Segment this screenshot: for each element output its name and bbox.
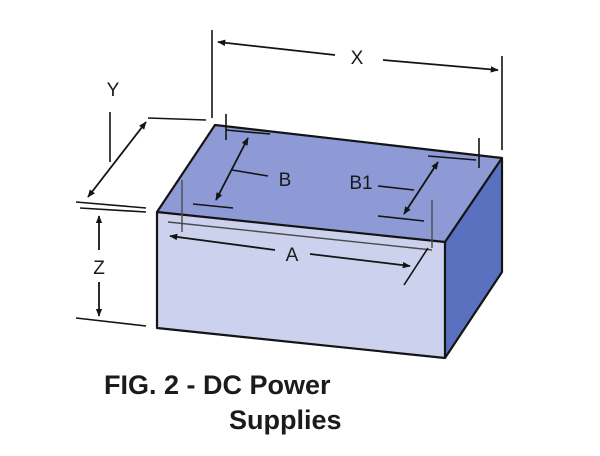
a-dimension-label: A	[286, 245, 299, 266]
x-dimension-arrow-left	[217, 39, 336, 56]
y-dimension-label: Y	[107, 80, 120, 101]
b1-dimension-label: B1	[349, 173, 372, 194]
b1-dimension-arrow	[403, 161, 439, 215]
z-extension-line-top	[79, 207, 147, 213]
y-extension-line-bottom	[75, 201, 147, 209]
b1-extension-line-top	[427, 155, 477, 161]
x-dimension-label: X	[351, 48, 364, 69]
b-extension-line-top	[225, 129, 271, 135]
y-extension-line-box	[147, 117, 207, 121]
z-extension-line-bottom	[75, 317, 147, 327]
x-dimension-arrow-right	[382, 59, 499, 73]
figure-caption-line-1: FIG. 2 - DC Power	[104, 370, 331, 400]
b-dimension-label: B	[279, 170, 292, 191]
y-dimension-arrow	[87, 121, 147, 198]
a-dimension-arrow-left	[169, 233, 276, 251]
b1-leader-line	[377, 185, 415, 191]
inner-front-edge-line	[167, 221, 433, 251]
box-side-face	[445, 158, 502, 358]
box-front-face	[157, 212, 445, 358]
b-leader-line	[231, 169, 269, 177]
figure-caption-line-2: Supplies	[229, 405, 342, 435]
a-extension-tick	[403, 247, 429, 286]
b1-extension-line-bottom	[377, 215, 425, 222]
b-dimension-arrow	[215, 137, 249, 201]
b-extension-line-bottom	[192, 203, 234, 209]
a-dimension-arrow-right	[309, 253, 411, 269]
z-dimension-label: Z	[93, 258, 105, 279]
